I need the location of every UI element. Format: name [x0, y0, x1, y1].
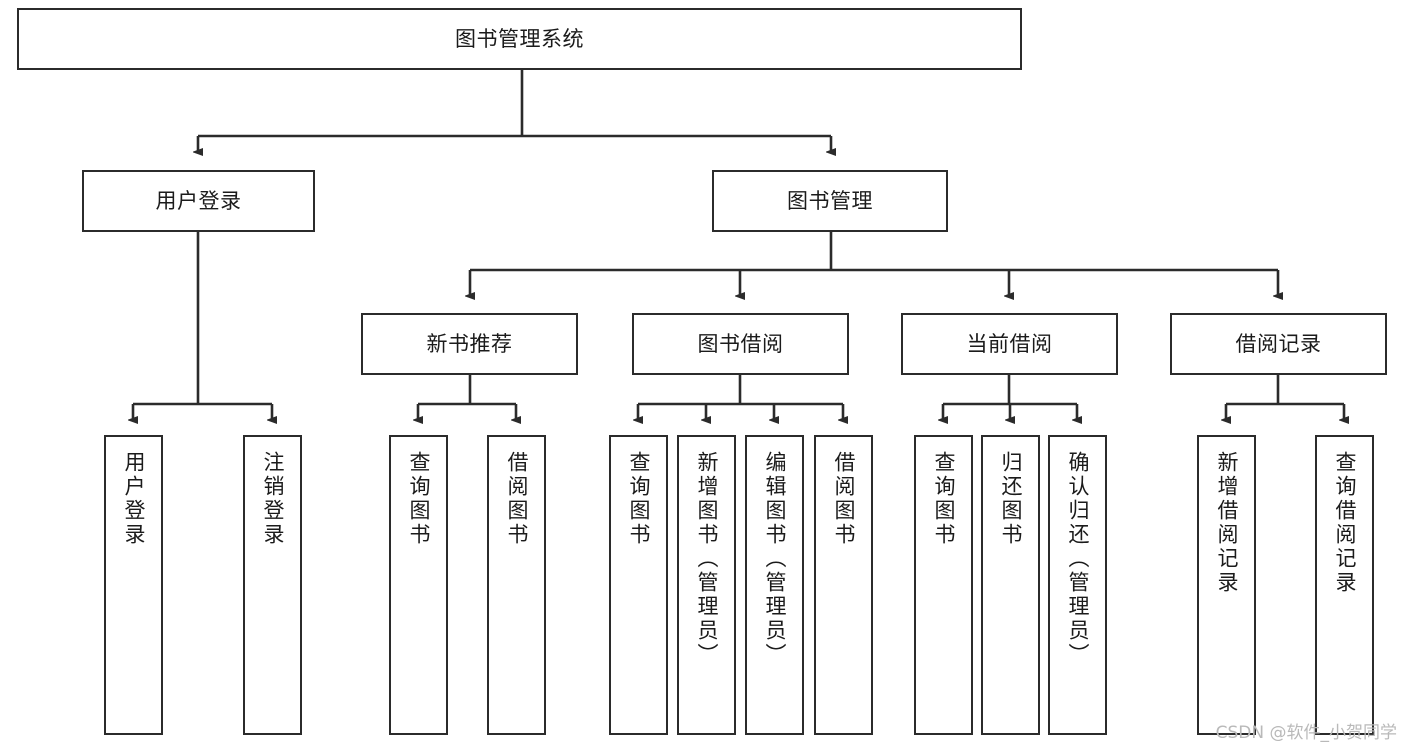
leaf-user-login-login[interactable]: 用户登录 [104, 435, 163, 735]
leaf-current-borrow-confirm-return[interactable]: 确认归还（管理员） [1048, 435, 1107, 735]
node-label: 新增图书（管理员） [695, 451, 719, 667]
node-book-borrow[interactable]: 图书借阅 [632, 313, 849, 375]
node-label: 图书管理系统 [455, 26, 584, 51]
node-label: 查询图书 [407, 451, 431, 547]
node-label: 当前借阅 [966, 331, 1053, 356]
node-label: 借阅记录 [1235, 331, 1322, 356]
node-current-borrow[interactable]: 当前借阅 [901, 313, 1118, 375]
leaf-borrow-record-add[interactable]: 新增借阅记录 [1197, 435, 1256, 735]
leaf-current-borrow-query[interactable]: 查询图书 [914, 435, 973, 735]
node-label: 借阅图书 [505, 451, 529, 547]
node-label: 图书借阅 [697, 331, 784, 356]
node-new-book-recommend[interactable]: 新书推荐 [361, 313, 578, 375]
node-label: 确认归还（管理员） [1066, 451, 1090, 667]
node-label: 新书推荐 [426, 331, 513, 356]
node-root-system[interactable]: 图书管理系统 [17, 8, 1022, 70]
node-label: 图书管理 [787, 188, 873, 213]
node-label: 注销登录 [261, 451, 285, 547]
leaf-book-borrow-borrow[interactable]: 借阅图书 [814, 435, 873, 735]
node-label: 查询图书 [932, 451, 956, 547]
node-book-management[interactable]: 图书管理 [712, 170, 948, 232]
leaf-user-login-logout[interactable]: 注销登录 [243, 435, 302, 735]
node-label: 用户登录 [122, 451, 146, 547]
node-label: 编辑图书（管理员） [763, 451, 787, 667]
leaf-current-borrow-return[interactable]: 归还图书 [981, 435, 1040, 735]
node-label: 查询借阅记录 [1333, 451, 1357, 595]
leaf-book-borrow-query[interactable]: 查询图书 [609, 435, 668, 735]
csdn-watermark: CSDN @软件_小贺同学 [1215, 723, 1397, 743]
node-label: 查询图书 [627, 451, 651, 547]
node-borrow-record[interactable]: 借阅记录 [1170, 313, 1387, 375]
leaf-book-borrow-add[interactable]: 新增图书（管理员） [677, 435, 736, 735]
leaf-borrow-record-query[interactable]: 查询借阅记录 [1315, 435, 1374, 735]
leaf-book-borrow-edit[interactable]: 编辑图书（管理员） [745, 435, 804, 735]
node-label: 新增借阅记录 [1215, 451, 1239, 595]
node-label: 归还图书 [999, 451, 1023, 547]
leaf-new-book-borrow[interactable]: 借阅图书 [487, 435, 546, 735]
leaf-new-book-query[interactable]: 查询图书 [389, 435, 448, 735]
node-label: 借阅图书 [832, 451, 856, 547]
node-user-login[interactable]: 用户登录 [82, 170, 315, 232]
node-label: 用户登录 [155, 188, 242, 213]
